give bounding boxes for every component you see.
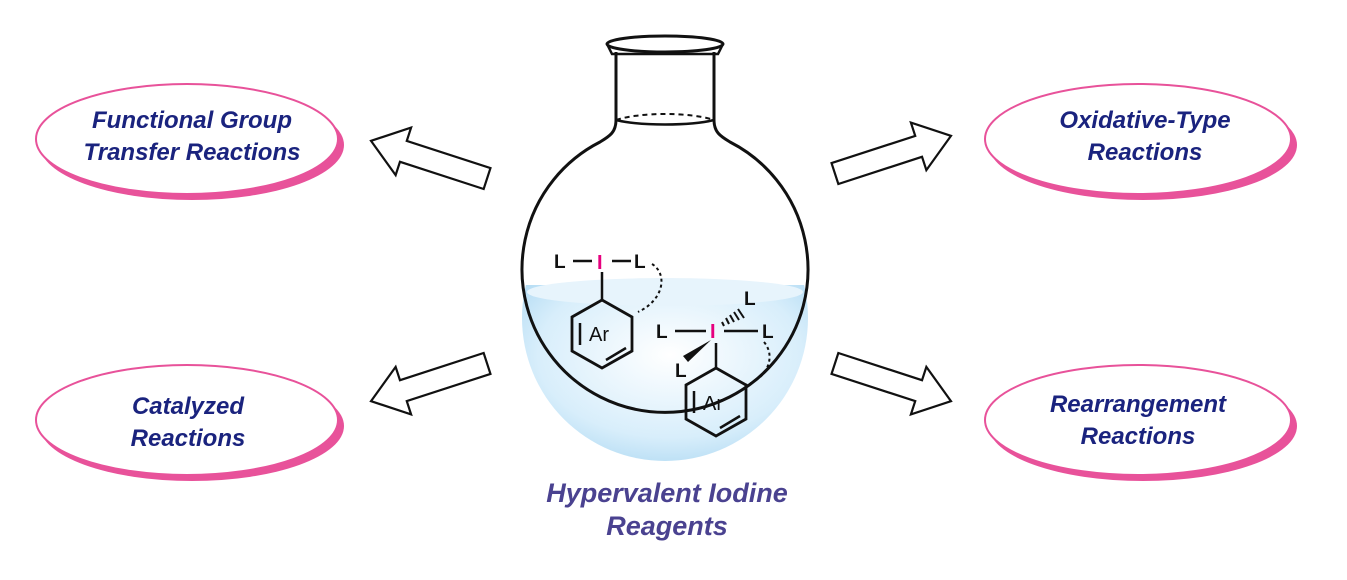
oval-label-line2: Reactions	[131, 425, 246, 452]
structure-iodane-l3: L I L Ar	[554, 252, 663, 370]
arrow-to-oxidative	[830, 120, 953, 186]
flask-rim	[605, 34, 725, 54]
ligand-label: L	[634, 252, 646, 273]
structure-iodane-l5: L L L L I Ar	[656, 289, 774, 438]
oval-label-line1: Functional Group	[92, 107, 292, 134]
center-label-line2: Reagents	[606, 511, 728, 541]
oval-functional-group-transfer: Functional Group Transfer Reactions	[35, 83, 344, 200]
ligand-label: L	[675, 361, 687, 382]
center-label: Hypervalent Iodine Reagents	[546, 478, 788, 541]
arrow-to-functional-group	[369, 125, 492, 191]
ligand-label: L	[656, 322, 668, 343]
aryl-label: Ar	[703, 393, 723, 415]
oval-rearrangement-reactions: Rearrangement Reactions	[984, 364, 1297, 481]
oval-catalyzed-reactions: Catalyzed Reactions	[35, 364, 344, 481]
arrow-to-rearrangement	[830, 351, 953, 417]
flask-joint-dashed	[615, 113, 715, 121]
benzene-ring	[684, 366, 748, 438]
oval-label-line2: Transfer Reactions	[84, 139, 301, 166]
benzene-ring	[570, 298, 634, 370]
oval-label-line1: Rearrangement	[1050, 391, 1227, 418]
oval-oxidative-type-reactions: Oxidative-Type Reactions	[984, 83, 1297, 200]
flask-liquid	[522, 285, 808, 461]
ligand-label: L	[744, 289, 756, 310]
iodine-atom: I	[597, 252, 603, 274]
oval-label-line2: Reactions	[1088, 139, 1203, 166]
oval-label-line1: Catalyzed	[132, 393, 245, 420]
center-label-line1: Hypervalent Iodine	[546, 478, 788, 508]
aryl-label: Ar	[589, 324, 609, 346]
arrow-to-catalyzed	[369, 351, 492, 417]
oval-label-line2: Reactions	[1081, 423, 1196, 450]
iodine-atom: I	[710, 321, 716, 343]
ligand-label: L	[554, 252, 566, 273]
oval-label-line1: Oxidative-Type	[1059, 107, 1230, 134]
flask-outline	[520, 52, 810, 414]
ligand-label: L	[762, 322, 774, 343]
